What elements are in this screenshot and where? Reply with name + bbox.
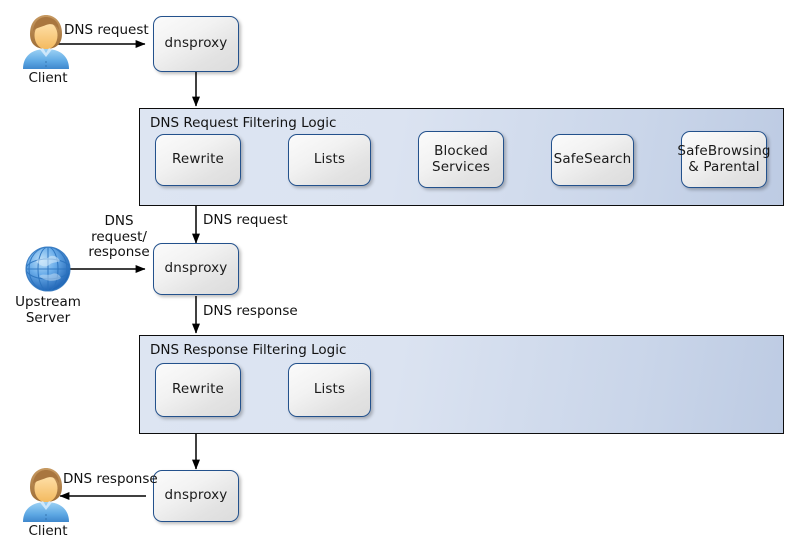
- request-step-safesearch[interactable]: SafeSearch: [551, 134, 634, 186]
- person-icon-bottom: [19, 466, 73, 522]
- person-icon: [19, 13, 73, 69]
- globe-icon: [22, 243, 74, 295]
- request-panel-title: DNS Request Filtering Logic: [150, 115, 337, 131]
- label-request-to-proxy-mid: DNS request: [203, 212, 288, 228]
- dnsproxy-mid-label: dnsproxy: [164, 260, 228, 277]
- dns-response-filtering-panel: DNS Response Filtering Logic: [139, 335, 784, 434]
- request-step-safebrowsing-parental-label: SafeBrowsing & Parental: [677, 142, 771, 175]
- request-step-blocked-services-label: Blocked Services: [431, 142, 490, 175]
- client-bottom-caption: Client: [28, 523, 68, 539]
- dnsproxy-top-label: dnsproxy: [164, 35, 228, 52]
- request-step-rewrite-label: Rewrite: [172, 151, 224, 168]
- response-step-rewrite-label: Rewrite: [172, 381, 224, 398]
- request-step-lists-label: Lists: [313, 151, 346, 168]
- dnsproxy-bottom-label: dnsproxy: [164, 487, 228, 504]
- request-step-rewrite[interactable]: Rewrite: [155, 134, 241, 186]
- dnsproxy-top-box[interactable]: dnsproxy: [153, 16, 239, 72]
- label-client-to-proxy: DNS request: [64, 22, 149, 38]
- label-proxy-to-response-panel: DNS response: [203, 303, 298, 319]
- request-step-safebrowsing-parental[interactable]: SafeBrowsing & Parental: [677, 131, 770, 188]
- request-step-lists[interactable]: Lists: [288, 134, 371, 186]
- upstream-server-caption: Upstream Server: [15, 294, 81, 326]
- request-step-blocked-services[interactable]: Blocked Services: [418, 131, 504, 188]
- dnsproxy-mid-box[interactable]: dnsproxy: [153, 243, 239, 295]
- label-proxy-to-client: DNS response: [63, 471, 158, 487]
- request-step-safesearch-label: SafeSearch: [553, 151, 632, 168]
- response-panel-title: DNS Response Filtering Logic: [150, 342, 347, 358]
- client-top-caption: Client: [28, 70, 68, 86]
- label-proxy-to-upstream: DNS request/ response: [88, 213, 150, 261]
- response-step-rewrite[interactable]: Rewrite: [155, 363, 241, 417]
- response-step-lists[interactable]: Lists: [288, 363, 371, 417]
- response-step-lists-label: Lists: [313, 381, 346, 398]
- dnsproxy-bottom-box[interactable]: dnsproxy: [153, 470, 239, 522]
